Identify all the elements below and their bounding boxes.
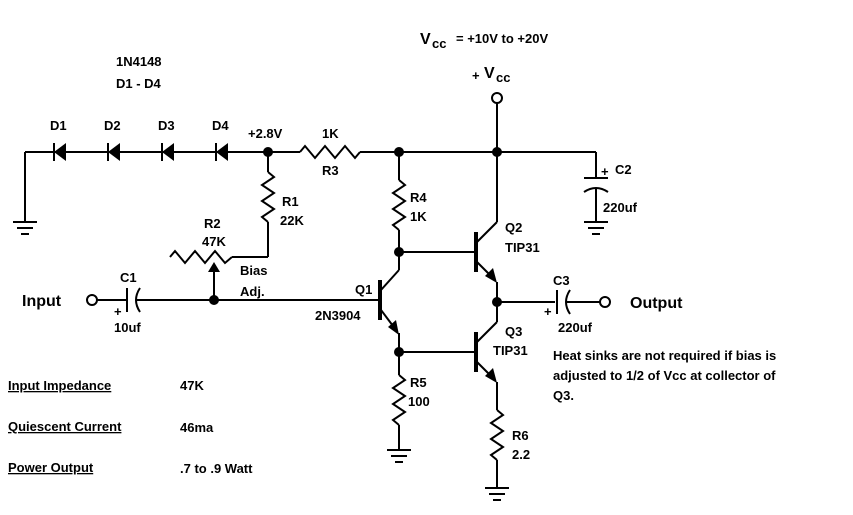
r1-value: 22K <box>280 213 304 228</box>
spec-label-input-impedance: Input Impedance <box>8 378 111 393</box>
ground-r6 <box>485 487 509 501</box>
capacitor-c3 <box>556 289 600 315</box>
r6-value: 2.2 <box>512 447 530 462</box>
node-voltage-label: +2.8V <box>248 126 283 141</box>
input-terminal[interactable] <box>86 294 98 306</box>
vcc-range: = +10V to +20V <box>456 31 548 46</box>
c1-value: 10uf <box>114 320 141 335</box>
vcc-title-sub: cc <box>432 36 446 51</box>
potentiometer-r2 <box>169 249 233 265</box>
transistor-q2 <box>474 152 498 302</box>
resistor-r5 <box>391 352 407 450</box>
ground-left <box>13 221 37 235</box>
ground-r5 <box>387 449 411 463</box>
bias-label-2: Adj. <box>240 284 265 299</box>
r5-value: 100 <box>408 394 430 409</box>
output-terminal[interactable] <box>599 296 611 308</box>
resistor-r1 <box>232 152 276 258</box>
r3-value: 1K <box>322 126 339 141</box>
capacitor-c1 <box>122 287 380 313</box>
c2-name: C2 <box>615 162 632 177</box>
vcc-terminal <box>491 92 503 104</box>
potentiometer-wiper <box>208 262 220 300</box>
diode-d1 <box>53 143 66 161</box>
diode-part-label: 1N4148 <box>116 54 162 69</box>
spec-label-quiescent-current: Quiescent Current <box>8 419 122 434</box>
d4-label: D4 <box>212 118 229 133</box>
vcc-title-v: V <box>420 31 431 48</box>
q1-part: 2N3904 <box>315 308 361 323</box>
vcc-terminal-sub: cc <box>496 70 510 85</box>
d1-label: D1 <box>50 118 67 133</box>
r2-value: 47K <box>202 234 226 249</box>
diode-d3 <box>161 143 174 161</box>
input-label: Input <box>22 293 62 310</box>
junction-base <box>209 295 219 305</box>
r2-name: R2 <box>204 216 221 231</box>
diode-range-label: D1 - D4 <box>116 76 162 91</box>
q2-name: Q2 <box>505 220 522 235</box>
q3-name: Q3 <box>505 324 522 339</box>
r5-name: R5 <box>410 375 427 390</box>
spec-label-power-output: Power Output <box>8 460 94 475</box>
diode-d4 <box>215 143 228 161</box>
capacitor-c2 <box>583 152 609 222</box>
q3-part: TIP31 <box>493 343 528 358</box>
spec-value-power-output: .7 to .9 Watt <box>180 461 253 476</box>
q2-part: TIP31 <box>505 240 540 255</box>
r4-name: R4 <box>410 190 427 205</box>
vcc-terminal-v: V <box>484 65 495 82</box>
ground-c2 <box>584 221 608 235</box>
bias-label-1: Bias <box>240 263 267 278</box>
c1-plus: + <box>114 304 122 319</box>
c2-value: 220uf <box>603 200 638 215</box>
transistor-q1 <box>378 252 400 352</box>
note-line-3: Q3. <box>553 388 574 403</box>
note-line-1: Heat sinks are not required if bias is <box>553 348 776 363</box>
c1-name: C1 <box>120 270 137 285</box>
c2-plus: + <box>601 164 609 179</box>
junction-r4-top <box>394 147 404 157</box>
spec-value-input-impedance: 47K <box>180 378 204 393</box>
d3-label: D3 <box>158 118 175 133</box>
r1-name: R1 <box>282 194 299 209</box>
r6-name: R6 <box>512 428 529 443</box>
c3-value: 220uf <box>558 320 593 335</box>
c3-name: C3 <box>553 273 570 288</box>
spec-value-quiescent-current: 46ma <box>180 420 214 435</box>
c3-plus: + <box>544 304 552 319</box>
diode-d2 <box>107 143 120 161</box>
resistor-r4 <box>391 152 407 252</box>
transistor-q3 <box>474 302 498 410</box>
output-label: Output <box>630 295 683 312</box>
note-line-2: adjusted to 1/2 of Vcc at collector of <box>553 368 776 383</box>
q1-name: Q1 <box>355 282 372 297</box>
d2-label: D2 <box>104 118 121 133</box>
resistor-r6 <box>489 409 505 488</box>
r4-value: 1K <box>410 209 427 224</box>
resistor-r3 <box>299 144 361 160</box>
vcc-terminal-plus: + <box>472 68 480 83</box>
r3-name: R3 <box>322 163 339 178</box>
